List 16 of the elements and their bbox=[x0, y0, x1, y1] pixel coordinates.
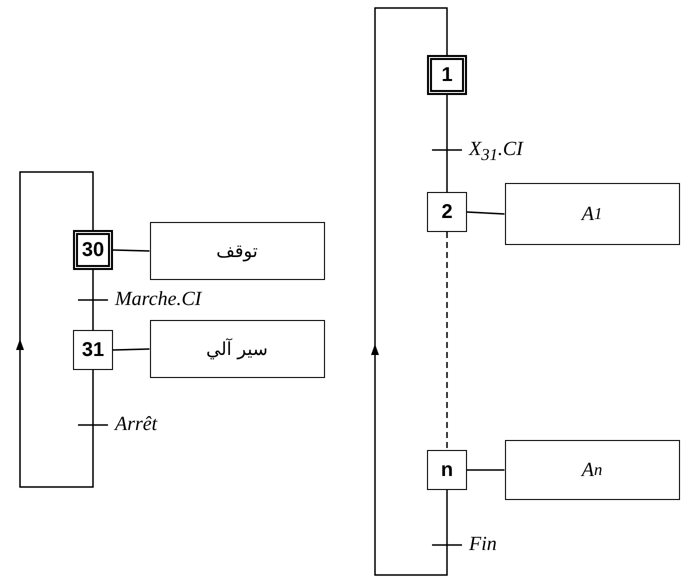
loop-arrow bbox=[371, 7, 463, 576]
transition-line bbox=[431, 94, 463, 193]
link-line bbox=[446, 232, 448, 450]
action-link bbox=[467, 469, 504, 471]
step-box: 2 bbox=[427, 192, 467, 232]
initial-step-box: 30 bbox=[73, 230, 113, 270]
step-box: 31 bbox=[73, 330, 113, 370]
action-link bbox=[466, 211, 505, 215]
action-box: توقف bbox=[150, 222, 324, 280]
action-link bbox=[112, 249, 150, 252]
transition-line bbox=[77, 269, 109, 331]
loop-arrow bbox=[16, 171, 109, 488]
action-box: سير آلي bbox=[150, 320, 324, 378]
initial-step-box: 1 bbox=[427, 55, 467, 95]
step-box: n bbox=[427, 450, 467, 490]
action-link bbox=[112, 348, 150, 351]
